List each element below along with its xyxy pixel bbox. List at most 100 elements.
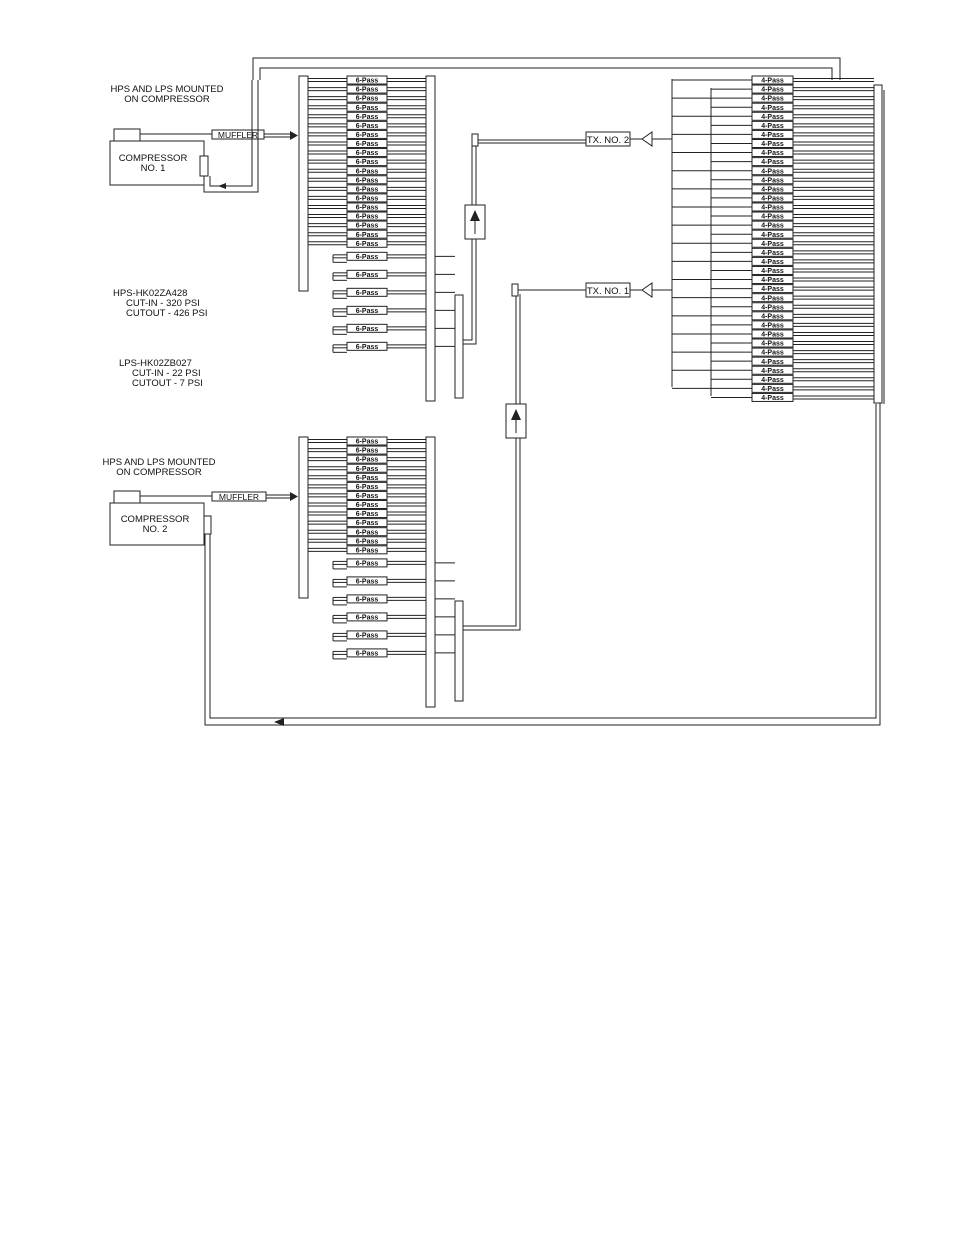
pass-box (346, 129, 388, 139)
pass-label: 4-Pass (761, 350, 784, 357)
pass-label: 6-Pass (356, 105, 379, 112)
coil-1-distributor (454, 294, 464, 399)
coil-circuit: 4-Pass (672, 256, 874, 266)
coil-circuit: 6-Pass (308, 445, 426, 455)
pass-label: 6-Pass (356, 214, 379, 221)
coil-circuit: 6-Pass (332, 576, 455, 588)
coil-circuit: 4-Pass (672, 129, 874, 139)
coil-circuit: 4-Pass (672, 275, 874, 285)
coil-circuit: 6-Pass (308, 157, 426, 166)
pass-label: 4-Pass (761, 168, 784, 175)
pass-box (346, 472, 388, 482)
coil-circuit: 6-Pass (332, 341, 455, 353)
coil-circuit: 4-Pass (672, 311, 874, 320)
coil-circuit: 4-Pass (711, 211, 874, 221)
coil-circuit: 4-Pass (711, 102, 874, 112)
coil-circuit: 4-Pass (672, 202, 874, 212)
pass-box (346, 269, 388, 279)
coil-circuit: 4-Pass (672, 111, 874, 121)
pass-box (346, 148, 388, 158)
pass-label: 6-Pass (356, 475, 379, 482)
coil-circuit: 6-Pass (308, 509, 426, 518)
pass-box (751, 329, 794, 339)
pass-label: 6-Pass (356, 196, 379, 203)
coil-1-outlet-header (425, 75, 436, 402)
mount-1-label-line1: HPS AND LPS MOUNTED (111, 84, 224, 95)
pass-label: 4-Pass (761, 359, 784, 366)
pass-box (751, 302, 794, 312)
pass-box (751, 320, 794, 330)
coil-circuit: 4-Pass (711, 229, 874, 239)
pass-box (346, 463, 388, 473)
coil-circuit: 6-Pass (332, 251, 455, 263)
switch-specs: HPS-HK02ZA428 CUT-IN - 320 PSI CUTOUT - … (113, 288, 207, 389)
pass-label: 6-Pass (356, 254, 379, 261)
pass-box (346, 184, 388, 194)
pass-label: 6-Pass (356, 529, 379, 536)
pass-box (346, 341, 388, 351)
pass-box (751, 175, 794, 185)
coil-1: 6-Pass6-Pass6-Pass6-Pass6-Pass6-Pass6-Pa… (298, 75, 464, 402)
coil-circuit: 4-Pass (672, 383, 874, 393)
pass-box (751, 157, 794, 167)
pass-label: 6-Pass (356, 78, 379, 85)
expansion-valve-group: TX. NO. 2 TX. NO. 1 (463, 131, 672, 631)
coil-circuit: 6-Pass (308, 166, 426, 176)
pass-label: 6-Pass (356, 597, 379, 604)
compressor-1-head (113, 128, 141, 142)
pass-label: 4-Pass (761, 150, 784, 157)
pass-box (346, 558, 388, 568)
pass-label: 6-Pass (356, 466, 379, 473)
mount-2-label-line2: ON COMPRESSOR (116, 467, 202, 478)
pass-label: 6-Pass (356, 538, 379, 545)
pass-box (346, 166, 388, 176)
pass-label: 6-Pass (356, 547, 379, 554)
coil-circuit: 6-Pass (332, 648, 455, 660)
coil-circuit: 6-Pass (332, 558, 455, 570)
lps-spec-line1: LPS-HK02ZB027 (119, 358, 192, 369)
coil-circuit: 4-Pass (672, 75, 874, 85)
pass-box (751, 93, 794, 103)
pass-box (346, 251, 388, 261)
pass-label: 4-Pass (761, 214, 784, 221)
tx-1-bulb (511, 283, 519, 297)
pass-box (346, 287, 388, 297)
coil-circuit: 4-Pass (711, 138, 874, 148)
pass-label: 4-Pass (761, 332, 784, 339)
coil-circuit: 6-Pass (308, 454, 426, 464)
coil-2-inlet-header (298, 436, 309, 599)
pass-label: 6-Pass (356, 150, 379, 157)
pass-box (346, 75, 388, 85)
pass-label: 6-Pass (356, 272, 379, 279)
pass-label: 6-Pass (356, 141, 379, 148)
muffler-2 (211, 491, 267, 502)
pass-box (346, 93, 388, 103)
pass-box (751, 166, 794, 176)
coil-circuit: 6-Pass (308, 129, 426, 139)
coil-circuit: 6-Pass (308, 518, 426, 527)
pass-label: 4-Pass (761, 277, 784, 284)
pass-label: 4-Pass (761, 295, 784, 302)
pass-label: 4-Pass (761, 123, 784, 130)
coil-circuit: 4-Pass (711, 193, 874, 203)
pass-box (751, 229, 794, 239)
coil-circuit: 6-Pass (332, 594, 455, 606)
pass-box (751, 75, 794, 85)
coil-3: 4-Pass4-Pass4-Pass4-Pass4-Pass4-Pass4-Pa… (671, 75, 883, 404)
coil-circuit: 4-Pass (711, 374, 874, 384)
arrow-icon (290, 131, 298, 140)
coil-circuit: 4-Pass (672, 184, 874, 193)
pass-box (346, 536, 388, 546)
coil-circuit: 4-Pass (672, 365, 874, 375)
pass-box (751, 111, 794, 121)
arrow-icon (274, 718, 284, 726)
coil-circuit: 4-Pass (672, 166, 874, 176)
coil-2-distributor (454, 600, 464, 702)
coil-circuit: 4-Pass (711, 157, 874, 167)
pass-box (751, 275, 794, 285)
coil-circuit: 4-Pass (711, 120, 874, 130)
pass-label: 6-Pass (356, 344, 379, 351)
coil-circuit: 4-Pass (711, 247, 874, 257)
hps-spec-line3: CUTOUT - 426 PSI (126, 308, 207, 319)
arrow-up-icon (511, 409, 521, 420)
